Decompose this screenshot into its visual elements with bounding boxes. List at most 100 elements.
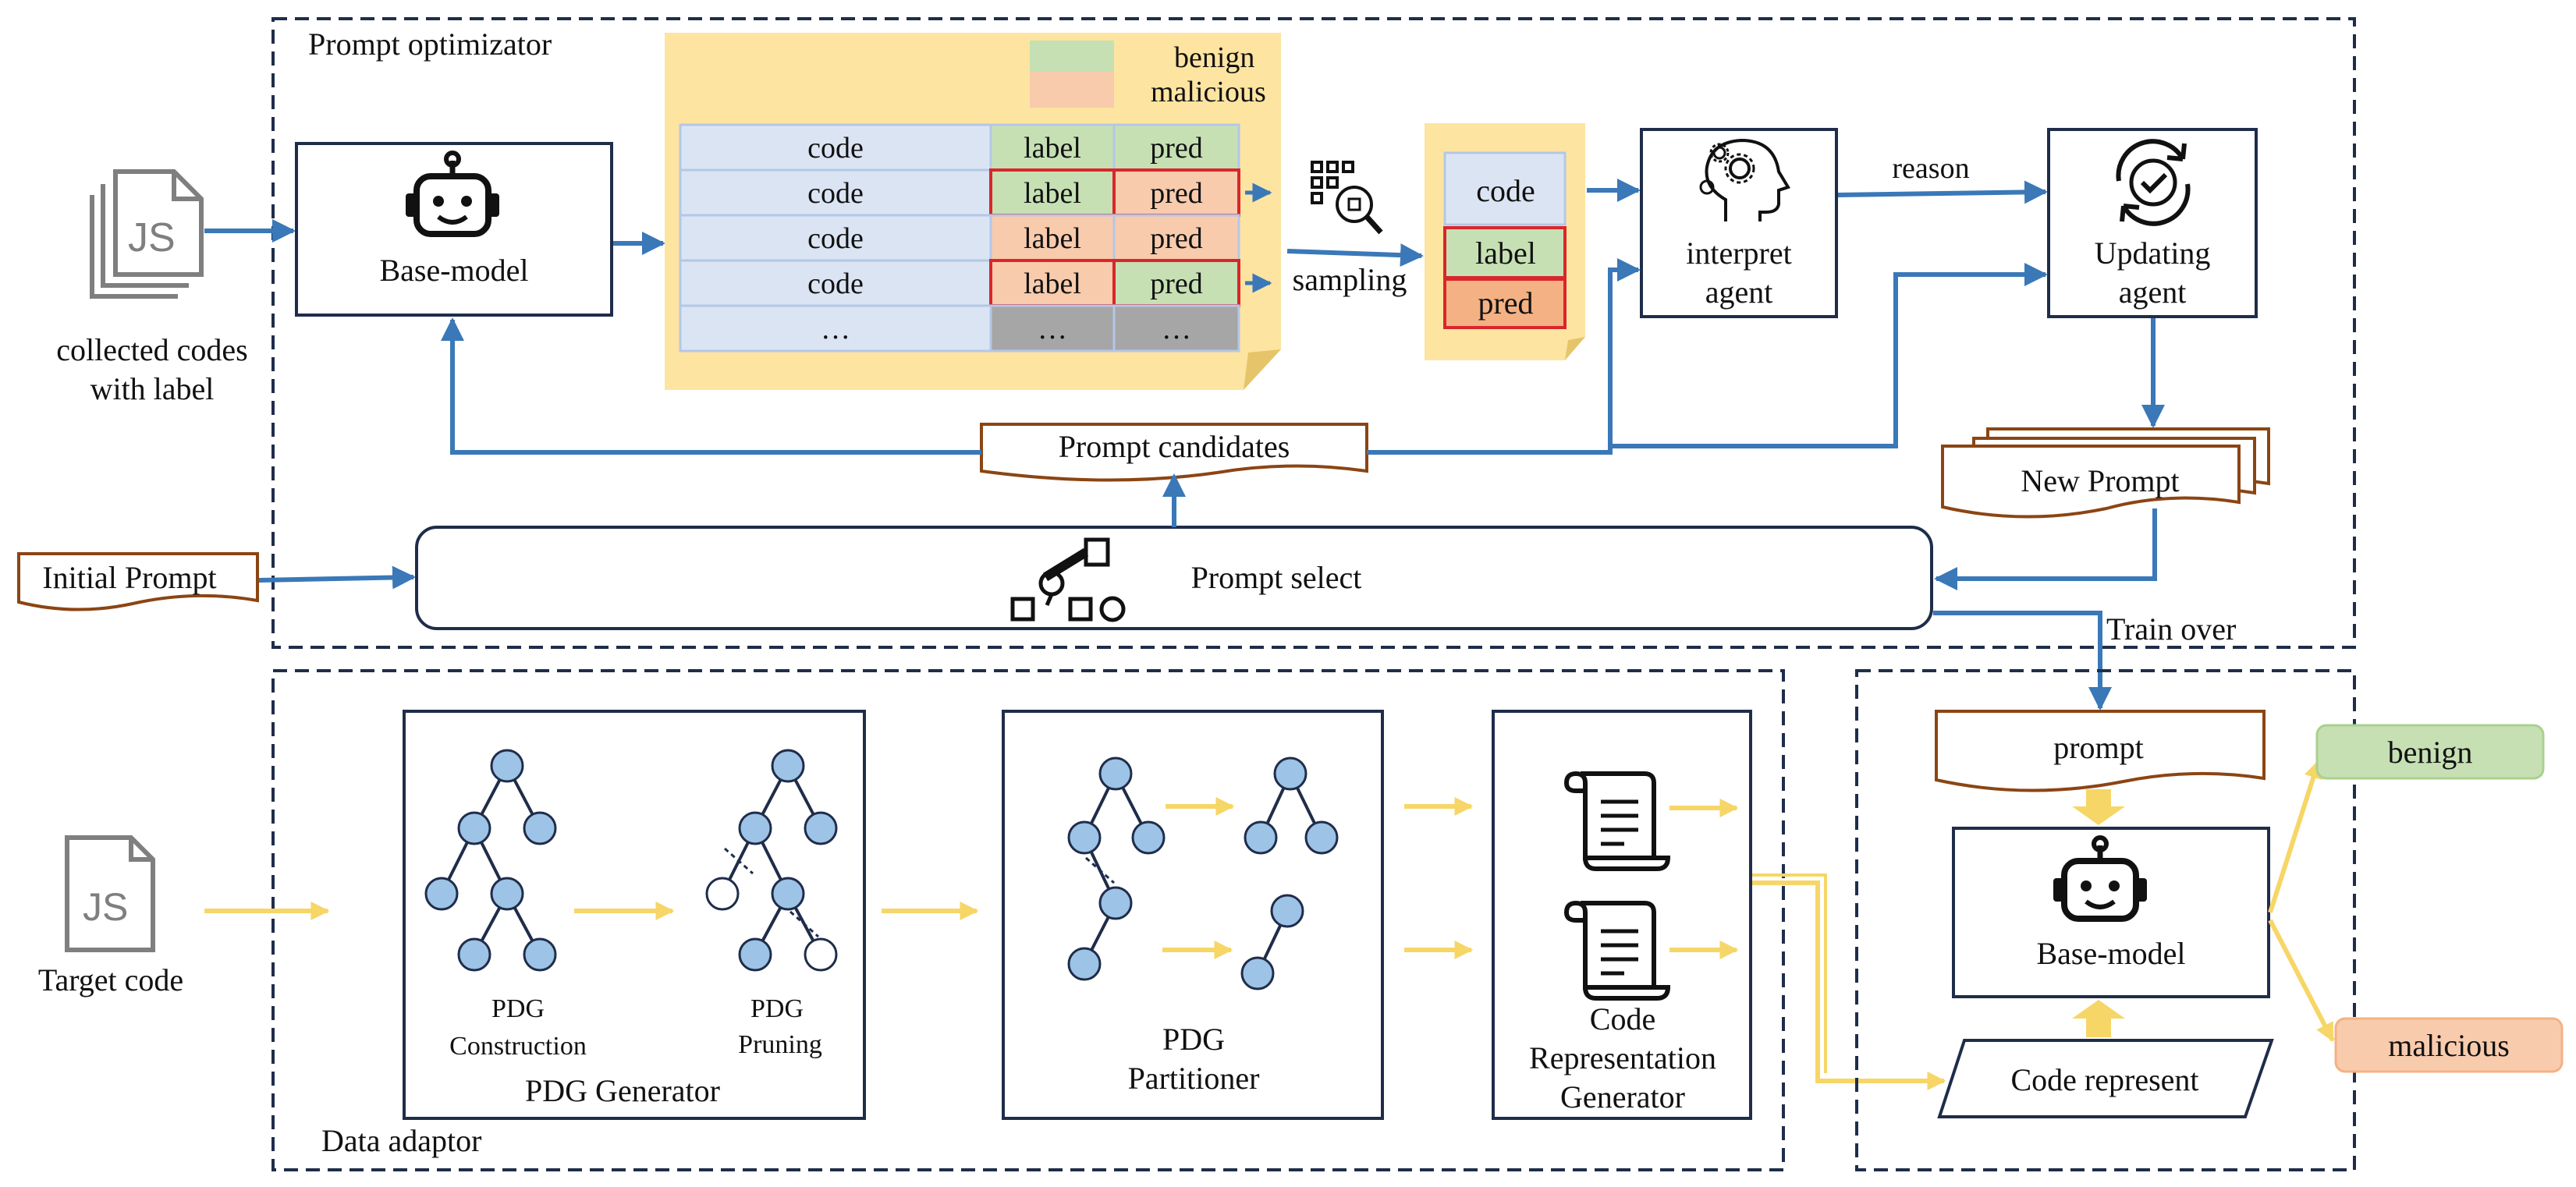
svg-text:JS: JS — [128, 215, 176, 260]
table-pred-cell — [1112, 123, 1240, 172]
prune-cut — [789, 910, 819, 938]
refresh-check-icon — [2116, 139, 2191, 226]
tree-node — [705, 877, 740, 911]
tree-node — [1270, 894, 1304, 928]
table-label: label — [1024, 132, 1081, 165]
tree-node — [1244, 820, 1278, 855]
tree-node — [771, 749, 805, 783]
new-prompt-label: New Prompt — [2021, 463, 2179, 498]
table-code-cell — [679, 214, 992, 262]
arrow-repr-to-coderepresent — [1752, 881, 1946, 1090]
code-repr-line2: Representation — [1529, 1040, 1716, 1075]
table-code-cell — [679, 168, 992, 217]
sample-code: code — [1476, 173, 1535, 208]
initial-prompt-box — [17, 552, 259, 611]
legend-malicious: malicious — [1151, 76, 1266, 108]
data-adaptor-frame — [271, 669, 1785, 1171]
inference-model-box — [1952, 827, 2270, 998]
tree-node — [738, 811, 772, 845]
table-label-cell — [989, 214, 1116, 262]
magnifier-sampling-icon — [1311, 161, 1383, 235]
pdg-construction-label: Construction — [449, 1032, 587, 1061]
pdg-pruning-tree — [705, 749, 838, 972]
initial-prompt-label: Initial Prompt — [42, 560, 216, 595]
scroll-document-icon — [1563, 771, 1671, 871]
tree-node — [523, 937, 557, 972]
code-repr-line1: Code — [1590, 1001, 1655, 1036]
inference-frame — [1855, 669, 2356, 1171]
arrow-table-to-sample — [1286, 243, 1424, 268]
code-represent-box — [1937, 1039, 2274, 1118]
updating-line1: Updating — [2095, 236, 2211, 271]
legend-benign-swatch — [1030, 41, 1114, 72]
tree-node — [424, 877, 459, 911]
tree-node — [738, 937, 772, 972]
scroll-document-icon — [1563, 900, 1671, 1001]
output-malicious-label: malicious — [2388, 1028, 2510, 1063]
sample-label: label — [1475, 236, 1536, 271]
pdg-partition-trees — [1067, 756, 1339, 990]
table-label-cell — [989, 168, 1116, 217]
legend-malicious-swatch — [1030, 72, 1114, 108]
table-pred: … — [1162, 313, 1191, 345]
arrow-reason — [1837, 180, 2048, 204]
train-over-label: Train over — [2106, 611, 2236, 647]
arrow-to-benign — [2268, 759, 2322, 913]
arrow-candidates-to-updating — [1610, 263, 2048, 448]
inference-prompt-label: prompt — [2053, 730, 2144, 765]
tree-node — [1304, 820, 1339, 855]
table-code: code — [807, 177, 864, 210]
legend-benign: benign — [1174, 41, 1254, 74]
source-label-line1: collected codes — [56, 332, 247, 367]
table-pred: pred — [1150, 132, 1203, 165]
pdg-pruning-line1: PDG — [750, 994, 804, 1023]
prune-cut — [724, 847, 754, 875]
tree-node — [490, 877, 524, 911]
pdg-construction-tree — [424, 749, 557, 972]
arrow-coderepr-to-model — [2072, 1000, 2125, 1037]
output-benign-label: benign — [2388, 735, 2473, 770]
table-pred: pred — [1150, 177, 1203, 210]
prompt-select-label: Prompt select — [1191, 560, 1362, 595]
tree-node — [1067, 820, 1102, 855]
table-pred: pred — [1150, 268, 1203, 300]
arrow-train-over — [1933, 611, 2112, 710]
table-code: … — [821, 313, 850, 345]
target-code-label: Target code — [38, 962, 183, 997]
new-prompt-stack — [1941, 427, 2270, 519]
pdg-pruning-label: Pruning — [738, 1030, 822, 1059]
js-file-icon: JS — [65, 835, 155, 952]
table-label: label — [1024, 268, 1081, 300]
table-label: … — [1038, 313, 1067, 345]
arrow-newprompt-to-select — [1934, 508, 2157, 590]
tree-node — [457, 937, 491, 972]
arrow-initial-to-select — [258, 565, 416, 590]
robot-icon — [406, 151, 499, 237]
table-label: label — [1024, 177, 1081, 210]
prompt-optimizator-title: Prompt optimizator — [308, 27, 552, 62]
sample-pred: pred — [1478, 285, 1533, 321]
robot-icon — [2053, 835, 2147, 922]
table-label: label — [1024, 222, 1081, 255]
pdg-partitioner-line1: PDG — [1162, 1022, 1225, 1057]
robot-arm-icon — [1010, 537, 1126, 622]
pdg-generator-label: PDG Generator — [525, 1073, 720, 1108]
output-benign — [2315, 724, 2545, 780]
svg-text:JS: JS — [83, 885, 128, 929]
arrow-to-malicious — [2268, 919, 2335, 1043]
prompt-candidates-label: Prompt candidates — [1059, 429, 1290, 464]
tree-node — [804, 937, 838, 972]
tree-node — [523, 811, 557, 845]
tree-node — [1067, 947, 1102, 981]
source-label-line2: with label — [90, 371, 215, 406]
code-repr-box — [1492, 710, 1752, 1120]
tree-node — [1098, 886, 1133, 920]
prune-cut — [1085, 856, 1115, 884]
prompt-candidates-box — [980, 423, 1368, 482]
code-represent-label: Code represent — [2010, 1062, 2198, 1097]
pdg-construction-line1: PDG — [491, 994, 545, 1023]
table-pred-cell — [1112, 168, 1240, 217]
pdg-partitioner-line2: Partitioner — [1128, 1061, 1260, 1096]
